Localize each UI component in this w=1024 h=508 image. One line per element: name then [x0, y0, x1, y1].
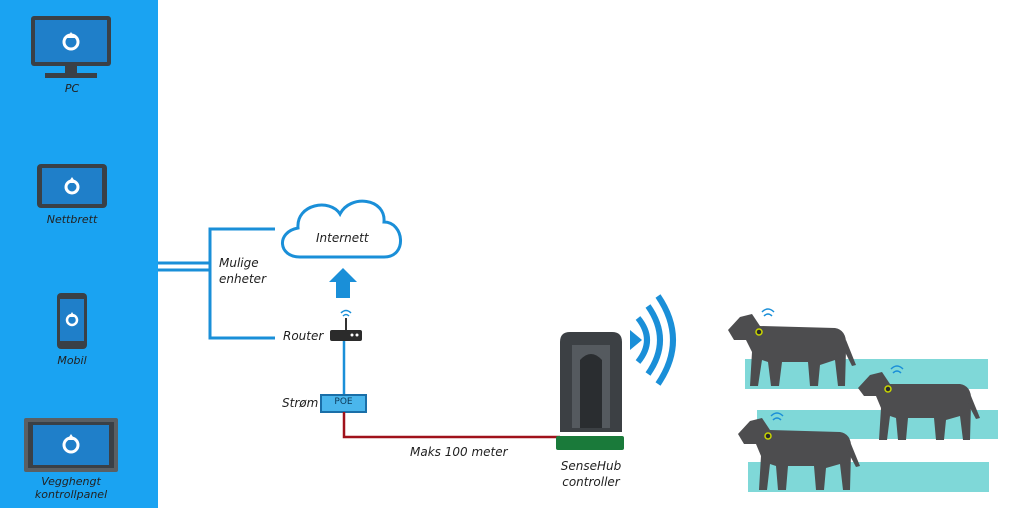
upload-arrow-icon [329, 268, 357, 298]
wallpanel-label-2: kontrollpanel [34, 488, 108, 501]
cow-icon [738, 412, 860, 490]
possible-devices-line1: Mulige [219, 256, 259, 270]
wallpanel-label-1: Vegghengt [41, 475, 101, 488]
monitor-icon [31, 16, 111, 78]
internet-label: Internett [316, 231, 369, 245]
possible-devices-label: Mulige enheter [219, 255, 266, 287]
power-label: Strøm [282, 396, 319, 410]
tablet-icon [37, 164, 107, 208]
controller-label-line1: SenseHub [560, 459, 622, 473]
poe-label: POE [334, 397, 353, 407]
router-icon [330, 309, 362, 341]
router-label: Router [283, 329, 324, 343]
phone-icon [57, 293, 87, 349]
mobile-label: Mobil [57, 354, 87, 367]
controller-label-line2: controller [562, 475, 620, 489]
cow-icon [728, 308, 856, 386]
controller-label: SenseHub controller [556, 458, 626, 490]
device-connector [158, 227, 275, 340]
tablet-device: Nettbrett [35, 163, 109, 226]
wireless-signal-icon [630, 294, 676, 386]
possible-devices-line2: enheter [219, 272, 266, 286]
cloud-icon [281, 199, 402, 259]
wall-panel-icon [24, 418, 118, 472]
pc-device: PC [29, 14, 115, 95]
ethernet-cable [342, 412, 560, 439]
wallpanel-device: Vegghengt kontrollpanel [22, 417, 120, 501]
cable-length-label: Maks 100 meter [410, 445, 508, 459]
device-panel: PC Nettbrett Mobil Vegghengt kont [0, 0, 158, 508]
controller-icon [556, 332, 624, 450]
pc-label: PC [64, 82, 80, 95]
tablet-label: Nettbrett [46, 213, 98, 226]
cow-icon [858, 365, 980, 440]
mobile-device: Mobil [45, 292, 99, 367]
